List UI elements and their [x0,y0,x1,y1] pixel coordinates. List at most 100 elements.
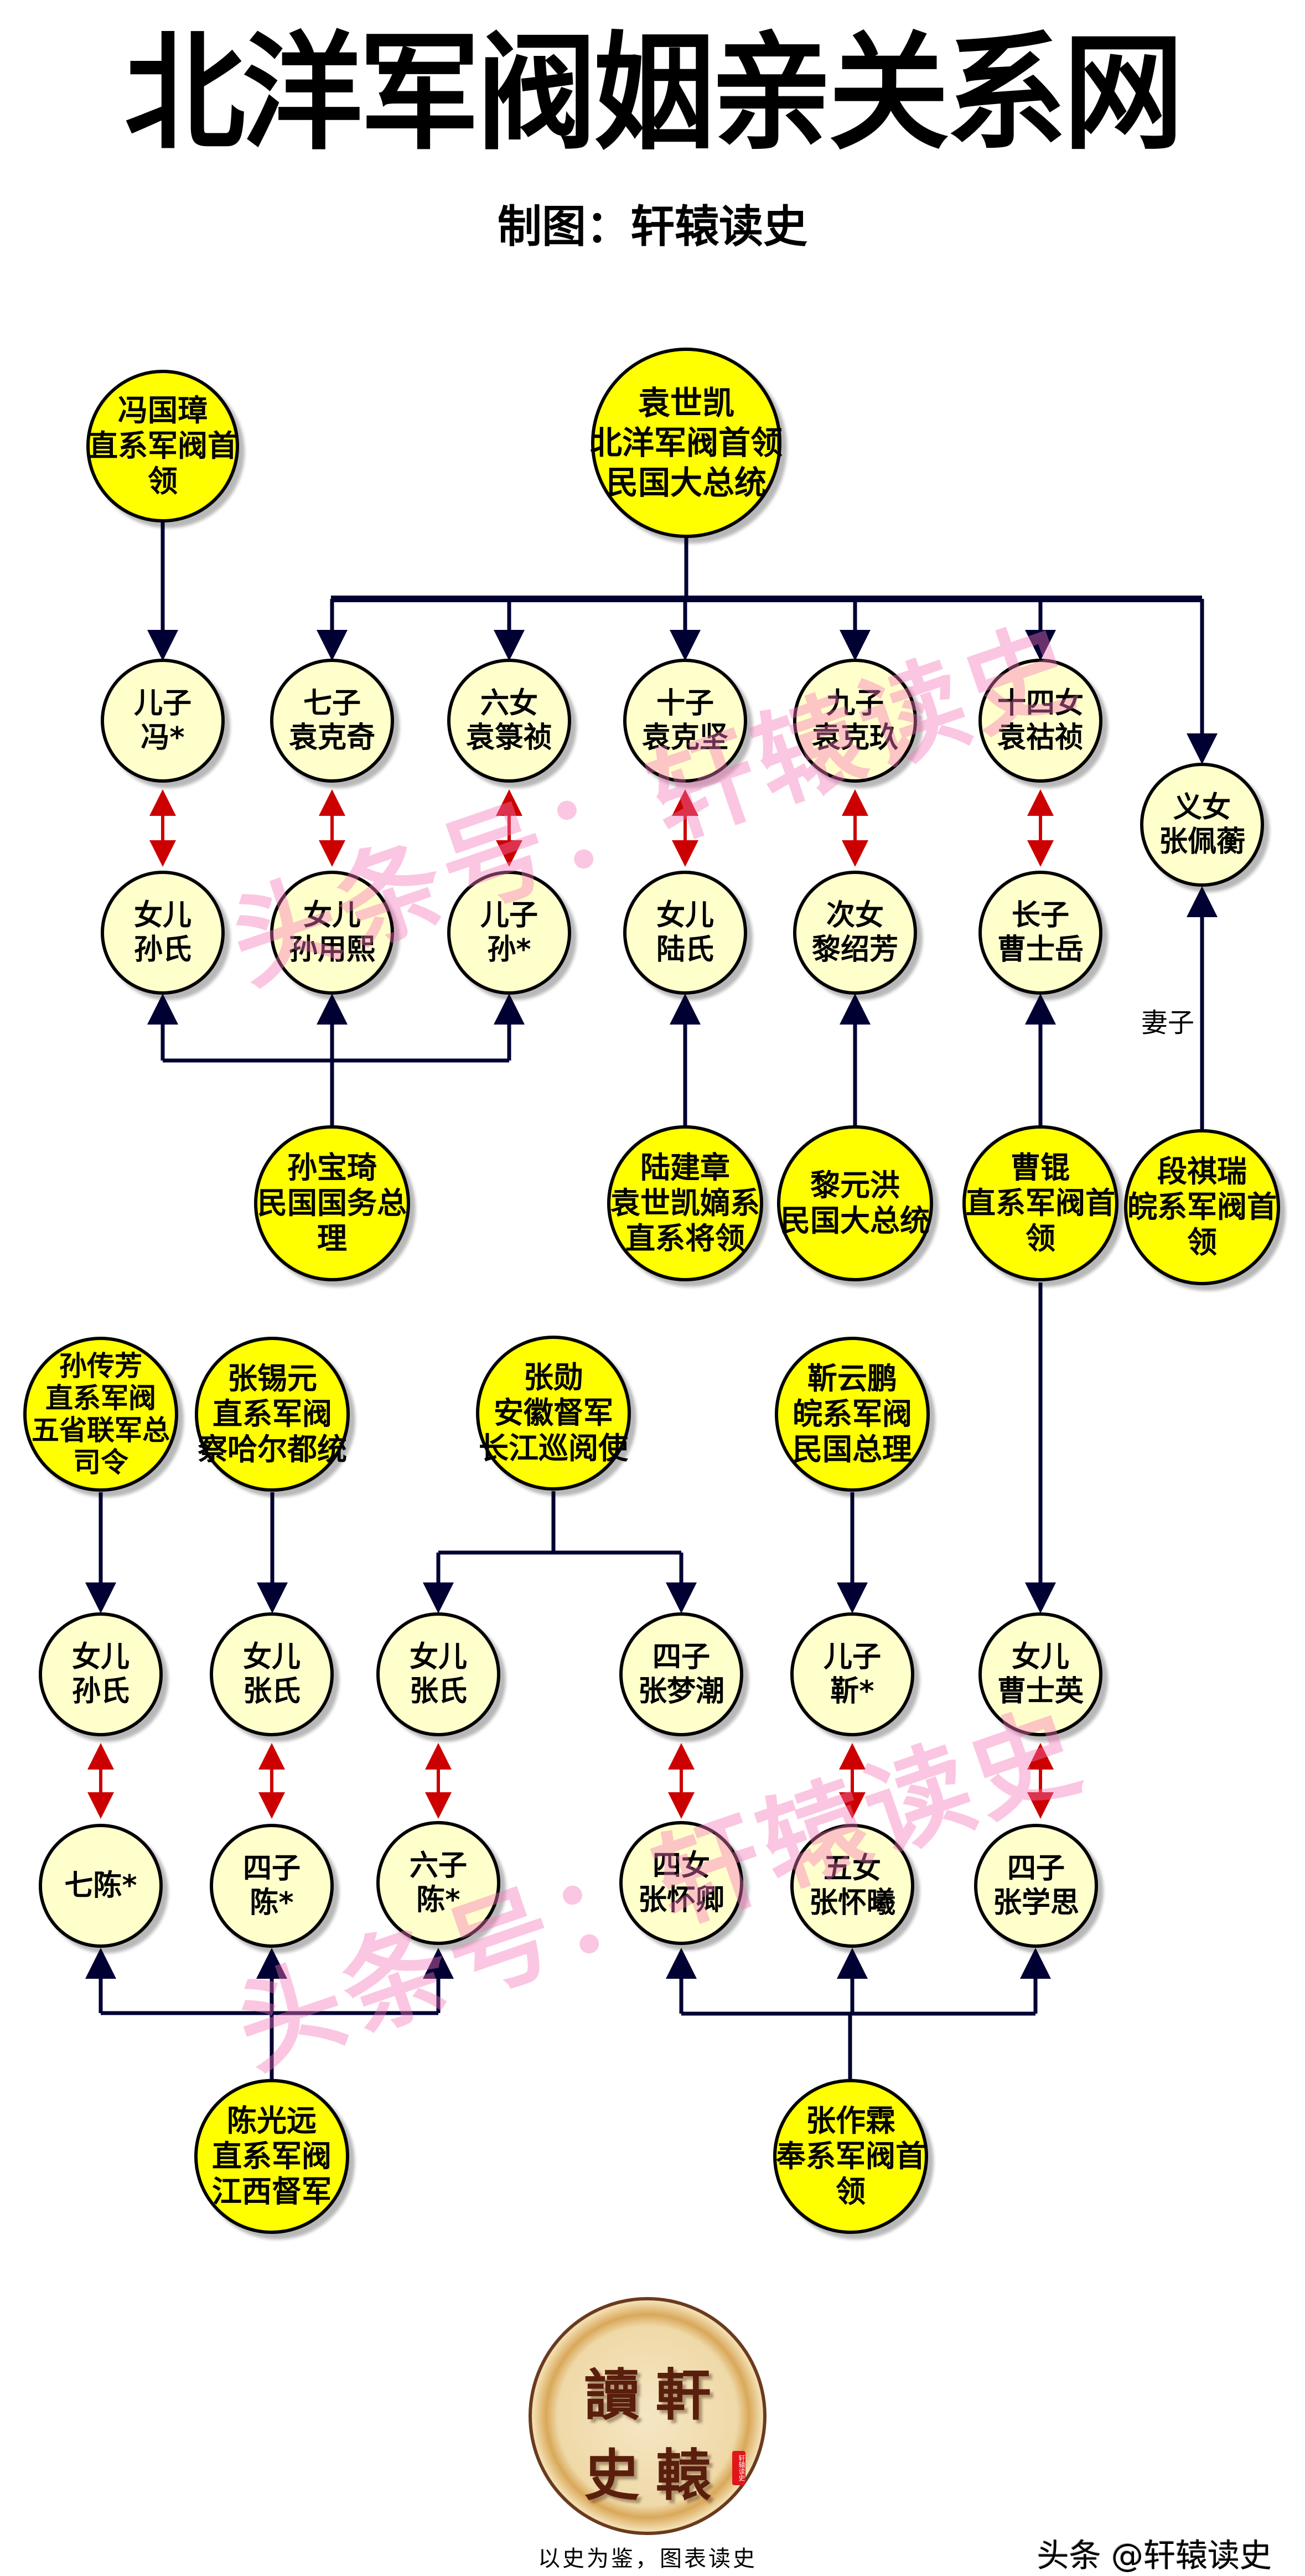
node-line: 黎元洪 [810,1168,900,1203]
node-line: 靳* [830,1675,874,1708]
node-line: 袁世凯 [638,384,734,422]
node-line: 冯国璋 [118,393,208,428]
logo-seal: 轩辕读史 [732,2451,745,2485]
node-line: 袁世凯嫡系 [610,1186,760,1220]
node-line: 江西督军 [212,2174,332,2209]
node-line: 民国总理 [793,1432,912,1467]
logo-char: 軒 [655,2362,711,2428]
node-line: 袁克坚 [641,721,728,754]
node-zhang-xuesi: 四子 张学思 [974,1824,1098,1948]
node-chen-sixth: 六子 陈* [376,1821,500,1945]
page-subtitle: 制图：轩辕读史 [498,201,807,252]
node-line: 直系将领 [625,1221,745,1256]
node-sun-daughter-1: 女儿 孙氏 [101,871,225,995]
node-cao-kun: 曹锟 直系军阀首 领 [962,1125,1118,1281]
node-sun-daughter-2: 女儿 孙氏 [39,1612,163,1736]
node-zhang-xiyuan: 张锡元 直系军阀 察哈尔都统 [195,1337,350,1492]
node-line: 曹士英 [997,1675,1084,1708]
node-line: 张氏 [242,1675,301,1708]
node-line: 直系军阀首 [966,1186,1115,1220]
node-line: 女儿 [71,1641,130,1674]
node-li-shaofang: 次女 黎绍芳 [793,871,917,995]
node-line: 儿子 [823,1641,881,1674]
node-line: 领 [1187,1225,1217,1260]
node-line: 五女 [823,1852,881,1885]
page-title: 北洋军阀姻亲关系网 [125,20,1184,168]
node-line: 四子 [1007,1852,1065,1885]
node-cao-shiyue: 长子 曹士岳 [978,871,1102,995]
node-line: 女儿 [656,899,714,932]
node-line: 女儿 [242,1641,301,1674]
node-line: 张作霖 [806,2103,895,2138]
node-line: 孙用熙 [288,933,375,966]
node-line: 儿子 [133,687,191,720]
node-line: 四子 [652,1641,710,1674]
node-line: 黎绍芳 [811,933,898,966]
node-sun-son: 儿子 孙* [447,871,571,995]
node-line: 领 [148,464,178,499]
node-line: 九子 [826,687,884,720]
node-line: 奉系军阀首 [776,2139,925,2174]
node-line: 张梦潮 [638,1675,724,1708]
node-line: 四子 [242,1852,301,1885]
node-line: 民国大总统 [780,1203,930,1238]
footer-slogan: 以史为鉴，图表读史 [538,2546,757,2572]
node-line: 民国国务总 [257,1186,407,1220]
node-line: 陆建章 [640,1150,730,1185]
node-line: 陈* [250,1886,294,1920]
node-line: 曹士岳 [997,933,1084,966]
node-yuan-shikai: 袁世凯 北洋军阀首领 民国大总统 [590,348,783,538]
node-line: 张佩蘅 [1158,825,1245,858]
node-line: 察哈尔都统 [198,1432,347,1467]
node-line: 七陈* [64,1869,137,1902]
node-line: 五省联军总 [32,1414,170,1446]
node-line: 儿子 [480,899,538,932]
node-line: 四女 [652,1849,710,1882]
node-line: 张学思 [992,1886,1079,1920]
node-line: 司令 [73,1446,128,1478]
node-jin-yunpeng: 靳云鹏 皖系军阀 民国总理 [775,1337,930,1492]
node-line: 袁祜祯 [997,721,1084,754]
node-line: 次女 [826,899,884,932]
node-line: 孙宝琦 [287,1150,377,1185]
node-chen-seventh: 七陈* [39,1824,163,1948]
node-jin-son: 儿子 靳* [790,1612,914,1736]
node-line: 女儿 [409,1641,467,1674]
node-yuan-luzhen: 六女 袁箓祯 [447,659,571,783]
node-line: 长子 [1011,899,1069,932]
logo-char: 史 [584,2443,640,2508]
node-line: 张锡元 [227,1361,317,1396]
node-line: 孙氏 [133,933,191,966]
node-line: 曹锟 [1011,1150,1070,1185]
node-feng-guozhang: 冯国璋 直系军阀首 领 [86,370,239,523]
node-zhang-huaixi: 五女 张怀曦 [790,1824,914,1948]
node-zhang-xun: 张勋 安徽督军 长江巡阅使 [476,1336,631,1491]
node-line: 张氏 [409,1675,467,1708]
node-line: 孙氏 [71,1675,130,1708]
node-line: 直系军阀 [212,2139,332,2174]
node-zhang-daughter-2: 女儿 张氏 [376,1612,500,1736]
node-line: 领 [1026,1221,1055,1256]
node-line: 六子 [409,1849,467,1882]
node-line: 女儿 [1011,1641,1069,1674]
node-line: 袁箓祯 [465,721,552,754]
node-line: 靳云鹏 [807,1361,897,1396]
logo-char: 轅 [655,2443,711,2508]
node-line: 张勋 [524,1360,583,1395]
node-duan-qirui: 段祺瑞 皖系军阀首 领 [1124,1129,1280,1285]
node-line: 陈* [416,1884,460,1917]
node-line: 冯* [141,721,185,754]
node-line: 领 [836,2174,866,2209]
node-line: 理 [317,1221,347,1256]
node-line: 孙传芳 [59,1350,142,1382]
node-line: 义女 [1173,791,1231,824]
node-line: 皖系军阀首 [1127,1189,1277,1224]
node-sun-yongxi: 女儿 孙用熙 [270,871,394,995]
node-yuan-huzhen: 十四女 袁祜祯 [978,659,1102,783]
node-line: 陆氏 [656,933,714,966]
node-yuan-kejian: 十子 袁克坚 [623,659,747,783]
node-line: 长江巡阅使 [479,1431,628,1466]
node-lu-daughter: 女儿 陆氏 [623,871,747,995]
node-line: 皖系军阀 [793,1396,912,1431]
node-line: 袁克奇 [288,721,375,754]
